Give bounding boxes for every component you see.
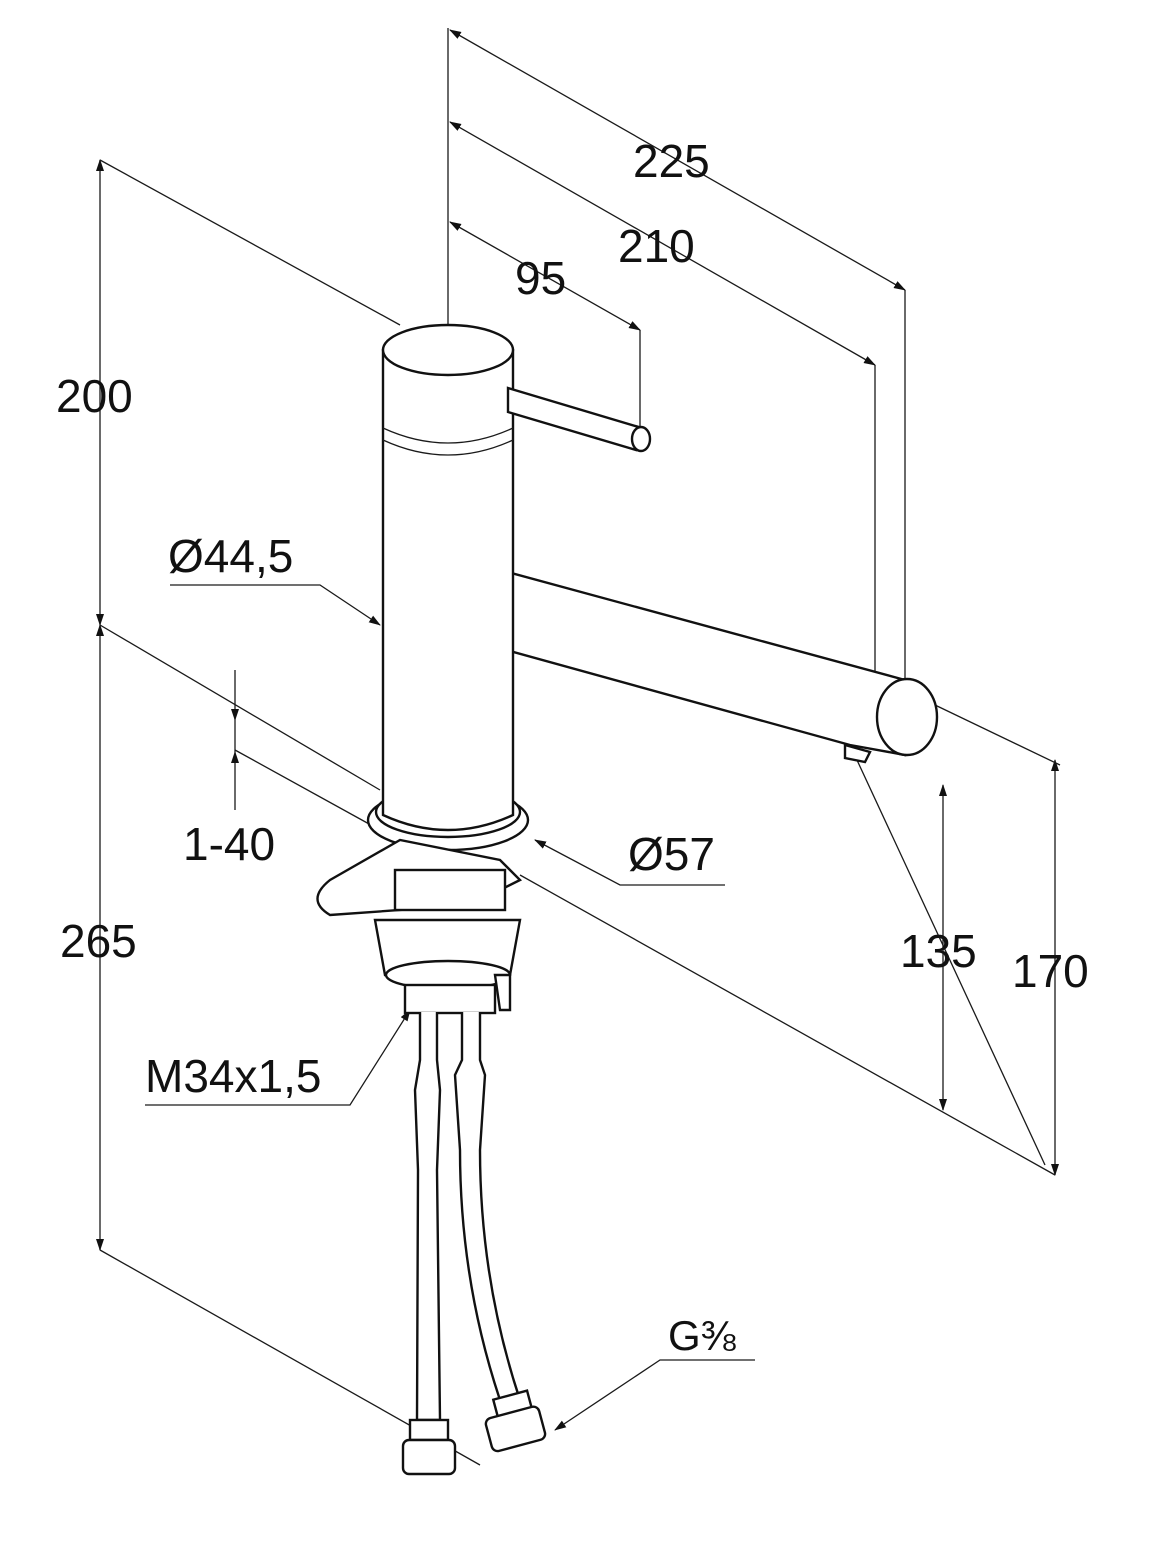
dim-225: 225 [633, 135, 710, 187]
dim-210: 210 [618, 220, 695, 272]
dim-base-diameter: Ø57 [628, 828, 715, 880]
dim-265: 265 [60, 915, 137, 967]
dim-95: 95 [515, 252, 567, 304]
dim-body-diameter: Ø44,5 [168, 530, 294, 582]
dim-200: 200 [56, 370, 133, 422]
faucet-body [316, 323, 939, 1015]
dim-deck-thickness: 1-40 [183, 818, 276, 870]
dim-135: 135 [900, 925, 977, 977]
dim-connection: G⅜ [668, 1312, 736, 1359]
dim-thread: M34x1,5 [145, 1050, 322, 1102]
supply-hoses [401, 1012, 547, 1476]
dim-170: 170 [1012, 945, 1089, 997]
